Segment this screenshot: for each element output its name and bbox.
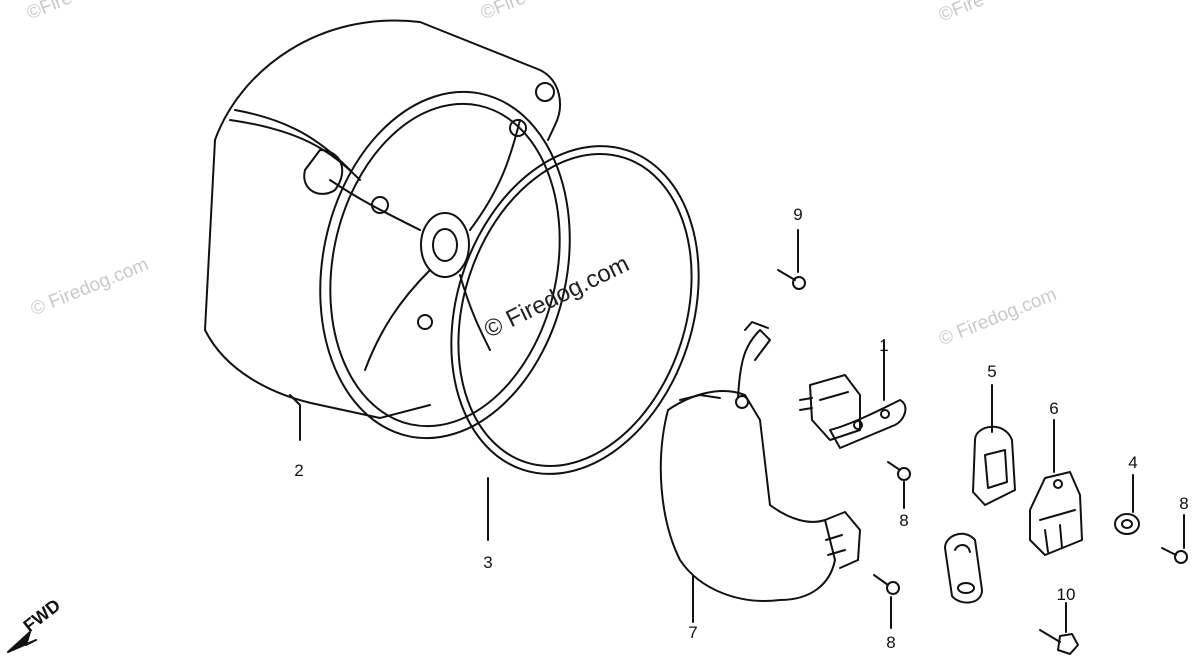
callout-7: 7 xyxy=(688,623,698,642)
wire-clamp-part xyxy=(944,532,983,604)
callout-8-a: 8 xyxy=(899,511,909,530)
callout-8-c: 8 xyxy=(1179,494,1189,513)
callout-1: 1 xyxy=(879,336,889,355)
fwd-arrow-icon xyxy=(7,631,37,653)
regulator-cover-part xyxy=(659,321,861,623)
bolt-part xyxy=(1039,602,1079,655)
callout-6: 6 xyxy=(1049,399,1059,418)
screw-part-8-a xyxy=(887,461,911,509)
screw-part-8-c xyxy=(1161,514,1188,564)
regulator-part xyxy=(1029,419,1083,556)
nut-part xyxy=(1114,474,1140,535)
callout-5: 5 xyxy=(987,362,997,381)
callout-10: 10 xyxy=(1056,585,1076,604)
rear-housing-part xyxy=(204,19,571,441)
callout-2: 2 xyxy=(294,461,304,480)
o-ring-gasket-part xyxy=(450,145,700,541)
screw-part-8-b xyxy=(873,574,900,629)
cover-plate-part xyxy=(972,384,1016,506)
screw-part-9 xyxy=(777,229,806,290)
callout-4: 4 xyxy=(1128,453,1138,472)
callout-8-b: 8 xyxy=(886,633,896,652)
brush-holder-part xyxy=(799,339,907,449)
callout-9: 9 xyxy=(793,205,803,224)
callout-3: 3 xyxy=(483,553,493,572)
